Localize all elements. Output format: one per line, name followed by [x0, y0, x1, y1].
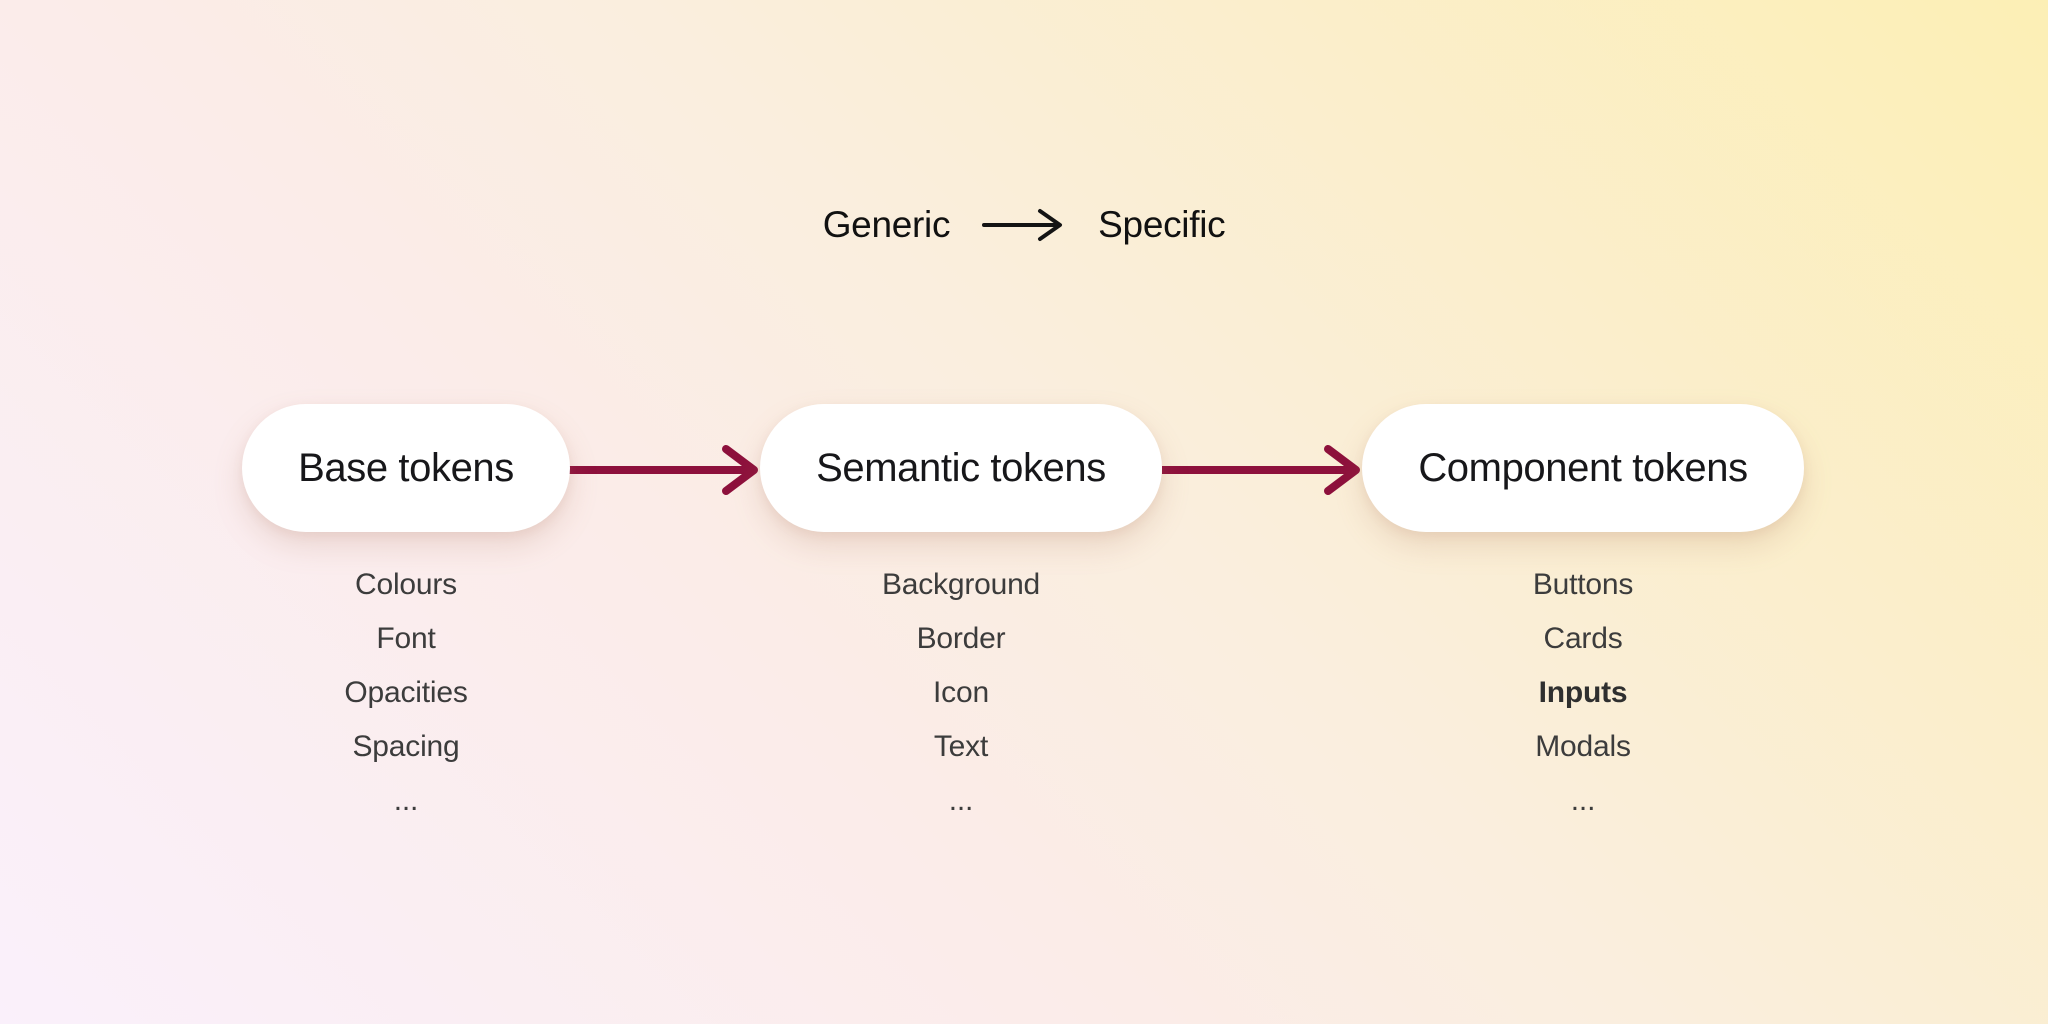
legend-generic-label: Generic — [822, 204, 951, 245]
legend-specific-label: Specific — [1098, 204, 1226, 245]
base-tokens-title: Base tokens — [298, 445, 514, 490]
component-tokens-title: Component tokens — [1418, 445, 1748, 490]
node-component-tokens: Component tokens Buttons Cards Inputs Mo… — [1303, 404, 1863, 828]
semantic-tokens-title: Semantic tokens — [816, 445, 1106, 490]
list-item: Colours — [355, 568, 457, 601]
node-semantic-tokens: Semantic tokens Background Border Icon T… — [681, 404, 1241, 828]
list-item: Text — [933, 730, 989, 763]
semantic-tokens-list: Background Border Icon Text ... — [882, 558, 1040, 828]
list-item-ellipsis: ... — [1570, 784, 1596, 817]
flow-arrow-icon — [1162, 445, 1360, 495]
list-item: Spacing — [352, 730, 460, 763]
list-item: Buttons — [1532, 568, 1634, 601]
list-item: Modals — [1535, 730, 1631, 763]
list-item: Opacities — [344, 676, 468, 709]
component-tokens-list: Buttons Cards Inputs Modals ... — [1532, 558, 1634, 828]
base-tokens-list: Colours Font Opacities Spacing ... — [344, 558, 467, 828]
list-item: Cards — [1543, 622, 1623, 655]
list-item-ellipsis: ... — [948, 784, 974, 817]
list-item-emphasized: Inputs — [1538, 676, 1628, 709]
flow-arrow-icon — [560, 445, 758, 495]
arrow-right-icon — [982, 209, 1063, 241]
list-item-ellipsis: ... — [393, 784, 419, 817]
list-item: Border — [916, 622, 1006, 655]
semantic-tokens-pill: Semantic tokens — [760, 404, 1162, 532]
list-item: Font — [376, 622, 436, 655]
list-item: Background — [881, 568, 1041, 601]
list-item: Icon — [933, 676, 989, 709]
legend: Generic Specific — [0, 197, 2048, 253]
component-tokens-pill: Component tokens — [1362, 404, 1804, 532]
node-base-tokens: Base tokens Colours Font Opacities Spaci… — [126, 404, 686, 828]
base-tokens-pill: Base tokens — [242, 404, 570, 532]
